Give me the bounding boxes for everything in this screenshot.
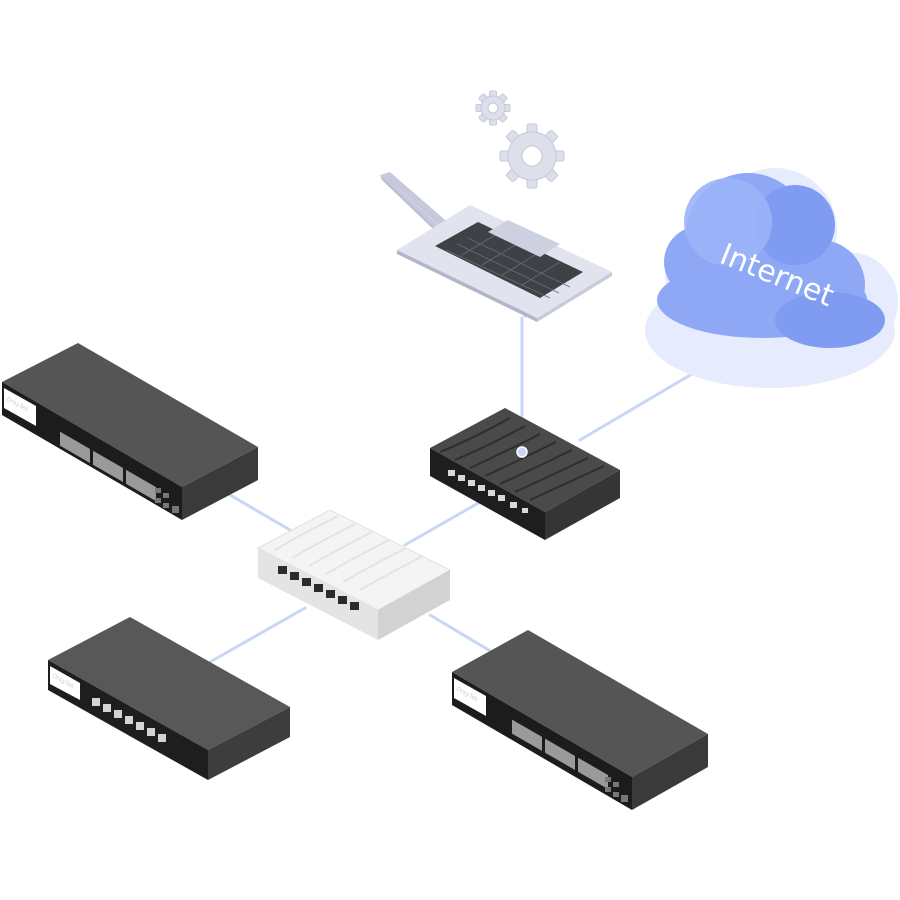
gear-icon-large (499, 123, 565, 189)
gear-icon-small (475, 90, 511, 126)
laptop-icon (380, 172, 612, 322)
switch-icon-bottom-left: DrayTek (48, 617, 290, 780)
link-hub-router (403, 500, 482, 547)
router-icon (430, 408, 620, 540)
router-link-dot (516, 446, 528, 458)
switch-icon-bottom-right: DrayTek (452, 630, 708, 810)
hub-icon (256, 509, 452, 640)
cloud-icon: Internet (645, 168, 898, 388)
link-hub-switch-top-left (223, 490, 292, 532)
link-hub-switch-bottom-left (208, 606, 307, 664)
link-hub-switch-bottom-right (428, 613, 494, 654)
switch-icon-top-left: DrayTek (2, 343, 258, 520)
